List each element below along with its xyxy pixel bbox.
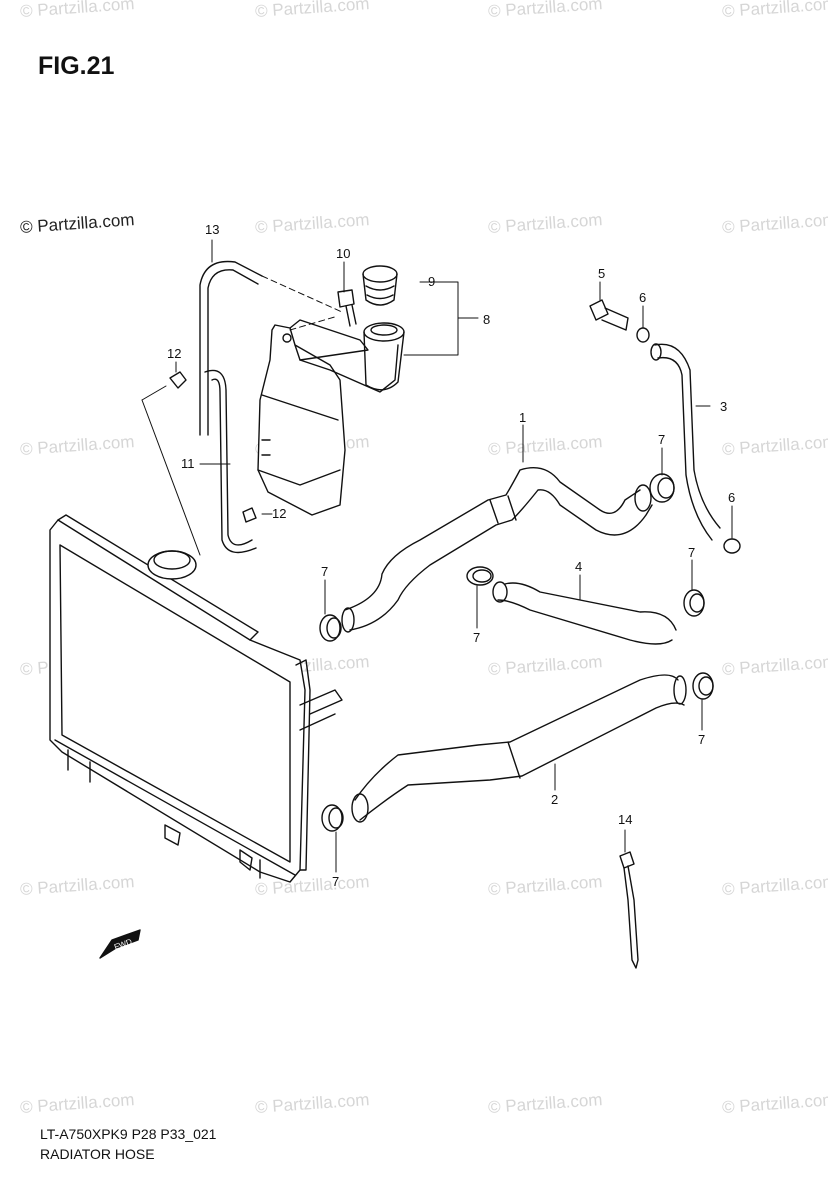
reservoir-cap bbox=[362, 265, 398, 306]
forward-direction-icon bbox=[99, 929, 141, 959]
upper-hose-1 bbox=[341, 467, 653, 633]
bolt-10 bbox=[337, 289, 357, 327]
callout-4: 4 bbox=[575, 559, 582, 574]
figure-title: FIG.21 bbox=[38, 52, 115, 80]
callout-7-left-upper: 7 bbox=[321, 564, 328, 579]
callout-7-bottom-left: 7 bbox=[332, 874, 339, 889]
bypass-hose-3 bbox=[650, 343, 721, 541]
callout-7-right-lower: 7 bbox=[698, 732, 705, 747]
callout-8: 8 bbox=[483, 312, 490, 327]
cable-tie-14 bbox=[619, 851, 639, 969]
clamp-7d bbox=[683, 589, 705, 617]
hose-4 bbox=[492, 581, 677, 645]
clamp-7e bbox=[692, 672, 714, 700]
clamp-12a bbox=[169, 371, 187, 389]
clamp-6a bbox=[636, 327, 650, 343]
radiator bbox=[49, 514, 343, 883]
callout-14: 14 bbox=[618, 812, 632, 827]
reservoir-tank bbox=[257, 319, 399, 516]
filler-neck bbox=[363, 322, 405, 391]
callout-6-bottom: 6 bbox=[728, 490, 735, 505]
callout-labels: 13 10 9 8 5 6 3 6 1 7 12 11 12 7 4 7 7 7… bbox=[113, 222, 735, 952]
bolt-5 bbox=[589, 299, 629, 331]
callout-1: 1 bbox=[519, 410, 526, 425]
callout-12-top: 12 bbox=[167, 346, 181, 361]
leader-lines bbox=[141, 239, 733, 873]
lower-hose-2 bbox=[351, 674, 687, 823]
clamp-7f bbox=[321, 804, 344, 832]
callout-11: 11 bbox=[181, 456, 195, 471]
callout-6-top: 6 bbox=[639, 290, 646, 305]
clamp-6b bbox=[723, 538, 741, 554]
overflow-hose-13 bbox=[199, 260, 263, 436]
diagram-code: LT-A750XPK9 P28 P33_021 bbox=[40, 1126, 217, 1142]
callout-5: 5 bbox=[598, 266, 605, 281]
callout-10: 10 bbox=[336, 246, 350, 261]
clamp-12b bbox=[242, 507, 257, 523]
callout-7-right-mid: 7 bbox=[688, 545, 695, 560]
callout-7-upper-right: 7 bbox=[658, 432, 665, 447]
callout-12-bottom: 12 bbox=[272, 506, 286, 521]
diagram-name: RADIATOR HOSE bbox=[40, 1146, 155, 1162]
callout-7-center: 7 bbox=[473, 630, 480, 645]
callout-13: 13 bbox=[205, 222, 219, 237]
breather-hose-11 bbox=[204, 369, 257, 554]
clamp-7b bbox=[649, 473, 675, 503]
callout-9: 9 bbox=[428, 274, 435, 289]
clamp-7c bbox=[466, 566, 494, 586]
clamp-7a bbox=[319, 614, 342, 642]
callout-3: 3 bbox=[720, 399, 727, 414]
callout-2: 2 bbox=[551, 792, 558, 807]
